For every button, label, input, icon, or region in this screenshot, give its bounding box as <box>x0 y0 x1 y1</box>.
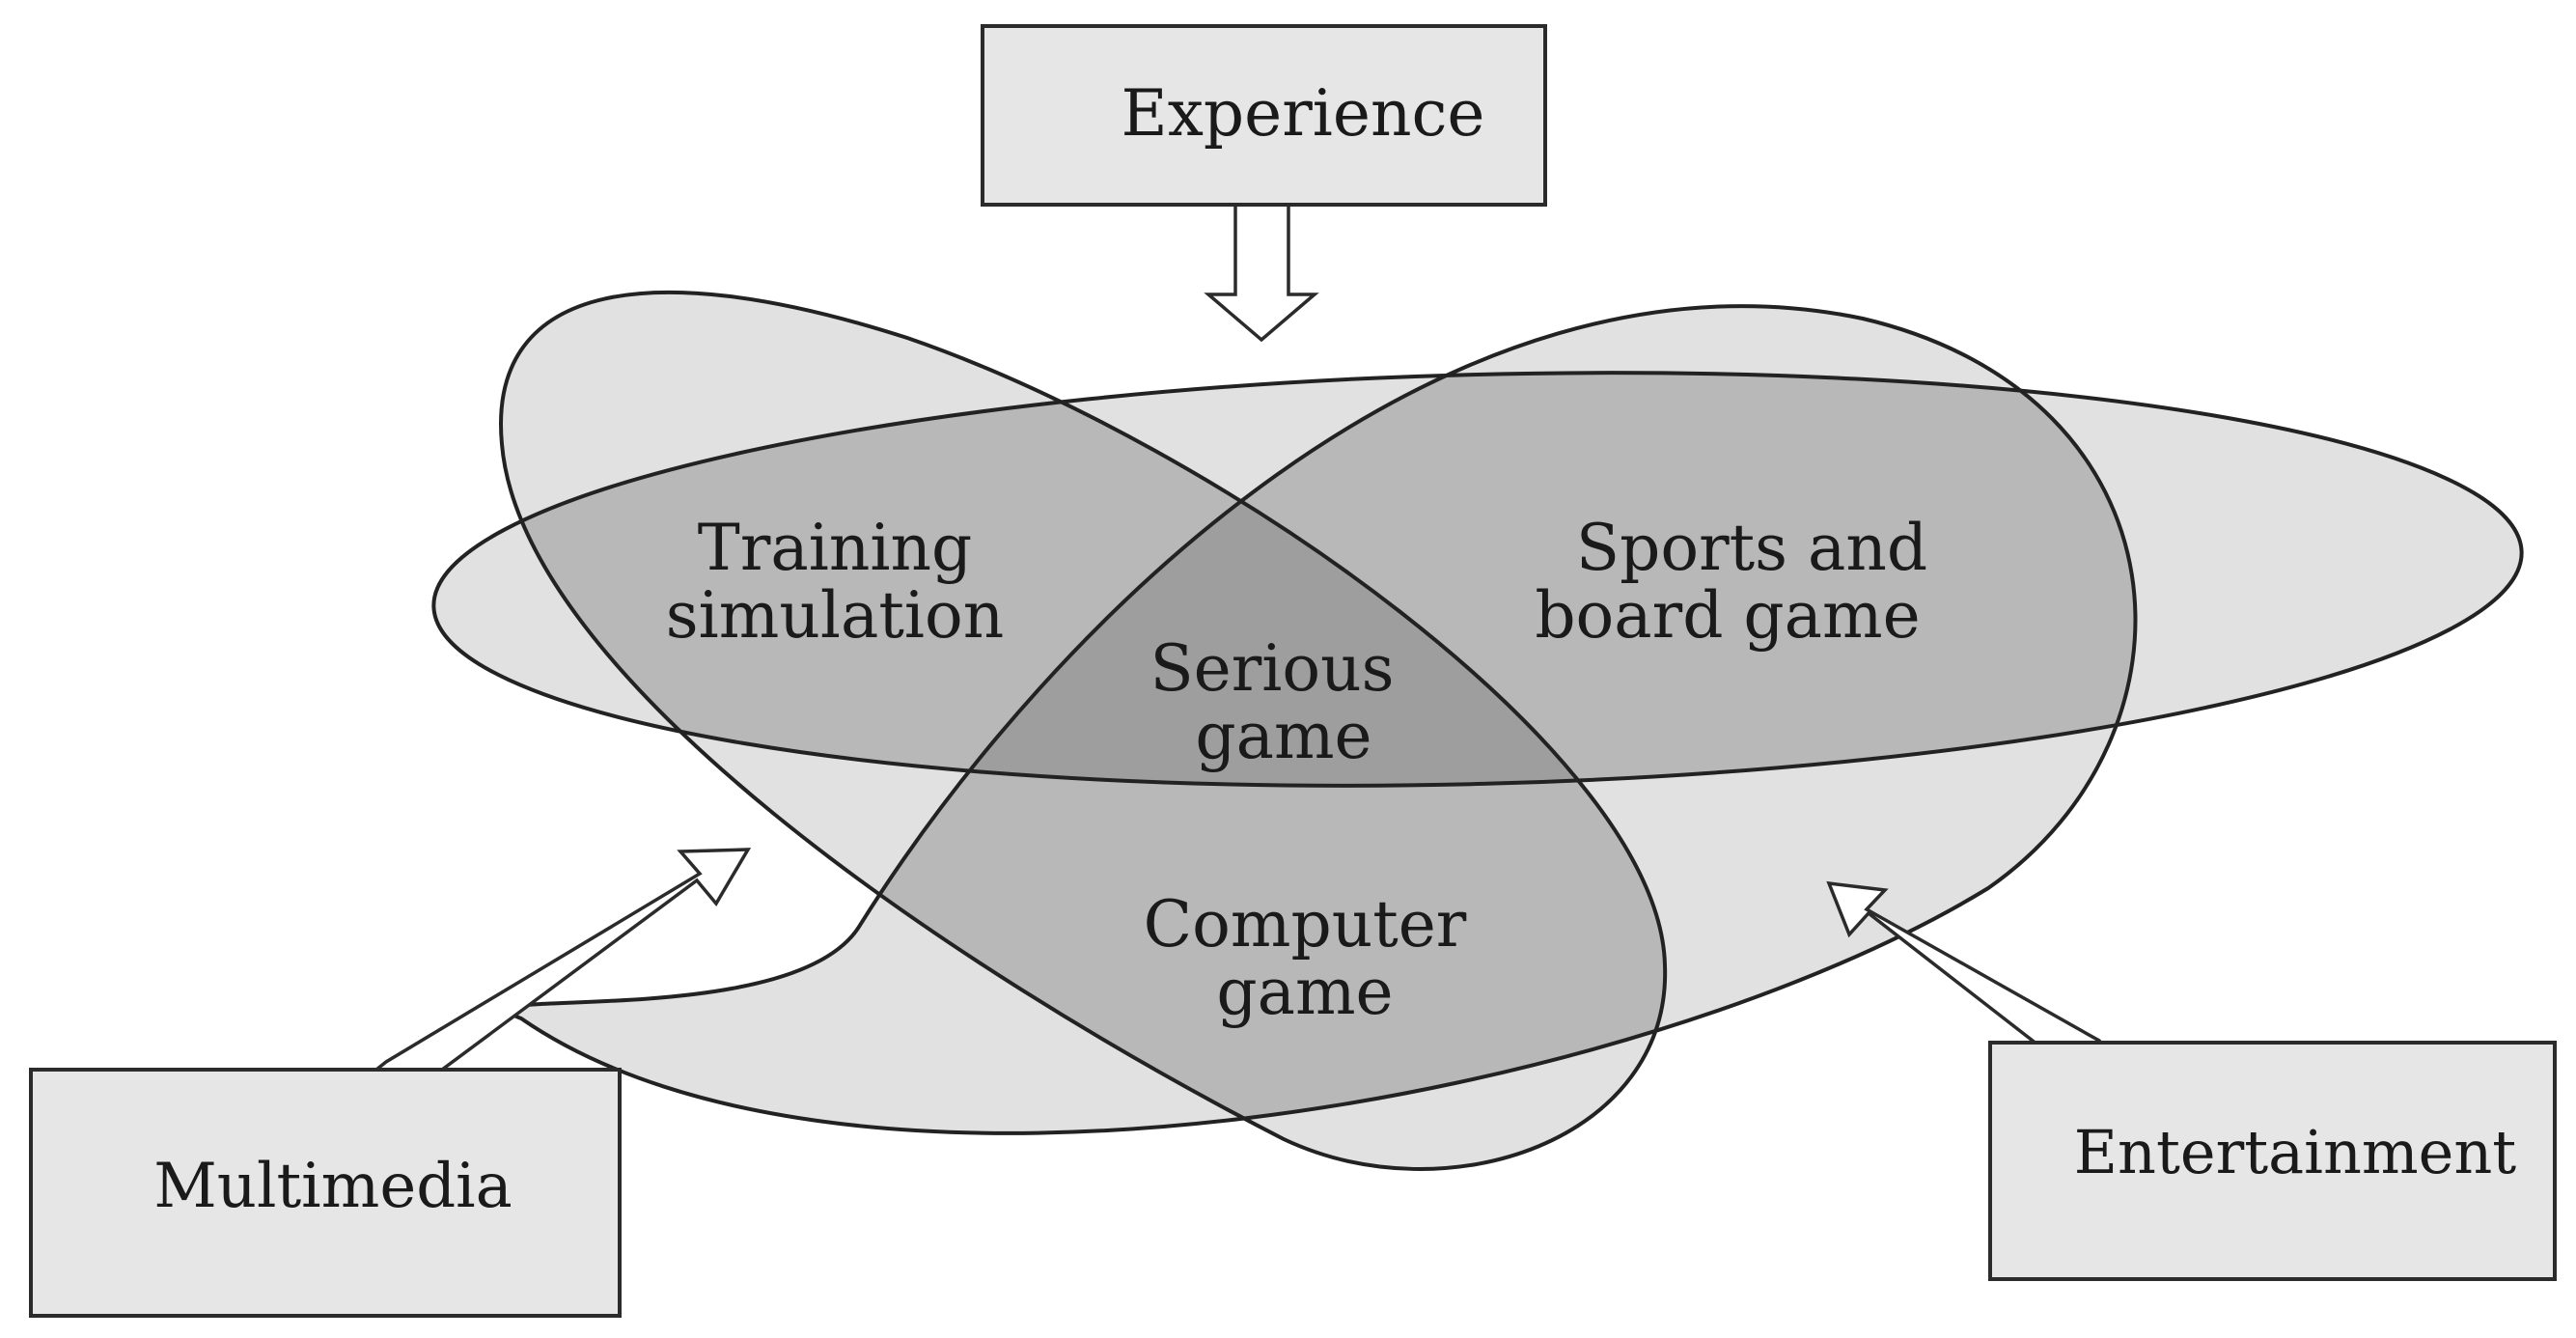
experience-label: Experience <box>1122 76 1485 151</box>
multimedia-box: Multimedia <box>29 1068 622 1318</box>
arrow-multimedia <box>372 848 752 1072</box>
entertainment-box: Entertainment <box>1988 1041 2557 1281</box>
arrow-entertainment <box>1826 880 2108 1049</box>
entertainment-label: Entertainment <box>2074 1117 2516 1187</box>
computer-game-line2: game <box>1216 955 1393 1029</box>
region-sports-board-game: Sports and board game <box>1535 511 1927 653</box>
sports-board-game-line2: board game <box>1535 578 1920 653</box>
multimedia-label: Multimedia <box>153 1151 512 1222</box>
training-simulation-line1: Training <box>698 511 972 585</box>
training-simulation-line2: simulation <box>666 578 1004 653</box>
serious-game-line2: game <box>1195 699 1371 773</box>
region-serious-game: Serious game <box>1150 631 1394 773</box>
computer-game-line1: Computer <box>1144 887 1467 962</box>
serious-game-line1: Serious <box>1150 631 1394 706</box>
region-training-simulation: Training simulation <box>666 511 1004 653</box>
sports-board-game-line1: Sports and <box>1576 511 1927 585</box>
experience-box: Experience <box>981 24 1547 207</box>
region-computer-game: Computer game <box>1144 887 1467 1029</box>
arrow-experience <box>1204 203 1319 343</box>
arrows <box>372 203 2108 1072</box>
